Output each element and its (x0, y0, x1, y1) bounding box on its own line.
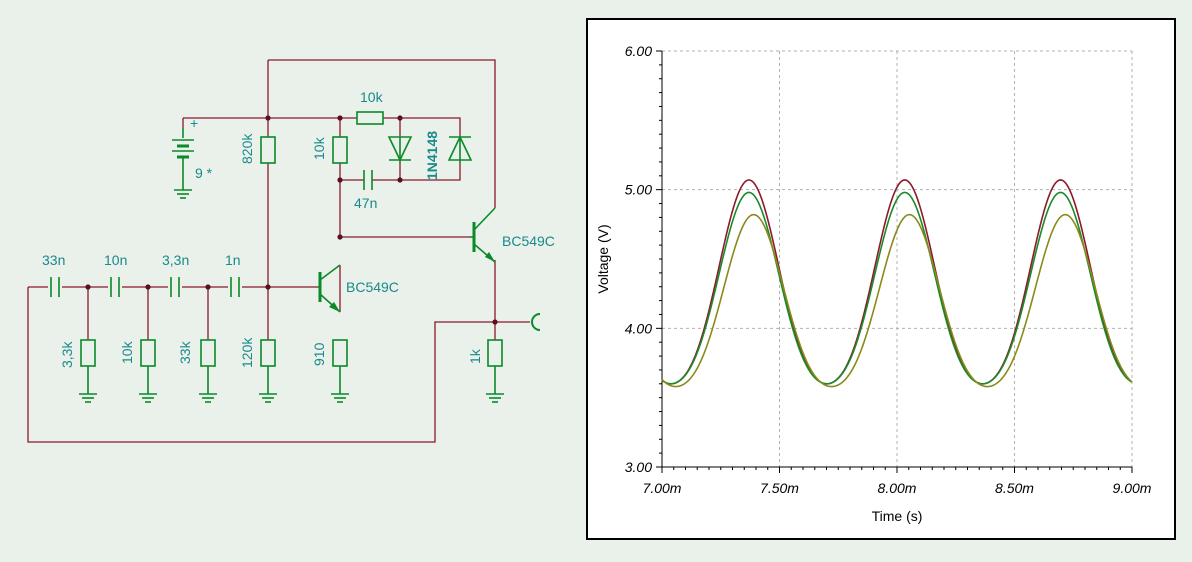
x-tick-label: 9.00m (1113, 480, 1152, 496)
capacitor-1n-label: 1n (225, 252, 241, 268)
y-tick-label: 4.00 (625, 320, 652, 336)
resistor-1k-label: 1k (467, 348, 483, 364)
transistor-q1-label: BC549C (346, 279, 399, 295)
battery-plus-label: + (190, 115, 198, 131)
resistor-120k-label: 120k (239, 337, 255, 368)
resistor-10k-ladder-label: 10k (119, 340, 135, 364)
capacitor-33n: 33n (42, 252, 65, 297)
capacitor-3-3n: 3,3n (162, 252, 189, 297)
resistor-3-3k: 3,3k (59, 339, 97, 403)
chart-series (661, 179, 1133, 388)
series-line-1 (661, 179, 1133, 385)
oscilloscope-plot-panel: 7.00m 7.50m 8.00m 8.50m 9.00m 3.00 4.00 5.00 6.0… (586, 18, 1176, 540)
resistor-10k-top-label: 10k (360, 89, 384, 105)
capacitor-1n: 1n (225, 252, 241, 297)
series-line-3 (661, 213, 1133, 388)
y-tick-label: 5.00 (625, 182, 652, 198)
x-tick-label: 8.50m (995, 480, 1034, 496)
chart-ticks: 7.00m 7.50m 8.00m 8.50m 9.00m 3.00 4.00 5.00 6.0… (625, 43, 1152, 496)
capacitor-10n: 10n (104, 252, 127, 297)
diode-label: 1N4148 (424, 131, 440, 180)
battery-9v: + 9 * (172, 115, 213, 199)
circuit-schematic: + 9 * 820k 10k 10k 1N4148 47n BC (27, 59, 555, 443)
resistor-120k: 120k (239, 337, 277, 403)
resistor-10k-vertical: 10k (311, 136, 348, 164)
y-axis-label: Voltage (V) (595, 224, 611, 293)
resistor-910: 910 (311, 339, 349, 403)
y-tick-label: 3.00 (625, 459, 652, 475)
wires (27, 59, 530, 443)
x-tick-label: 7.50m (760, 480, 799, 496)
transistor-q2-label: BC549C (502, 233, 555, 249)
output-probe-icon (531, 313, 541, 331)
diode-1n4148-a (387, 136, 413, 163)
resistor-10k-ladder: 10k (119, 339, 157, 403)
capacitor-3-3n-label: 3,3n (162, 252, 189, 268)
diode-1n4148-b (447, 135, 473, 163)
series-line-2 (661, 191, 1133, 385)
capacitor-47n: 47n (354, 170, 377, 211)
resistor-33k: 33k (177, 339, 217, 403)
y-tick-label: 6.00 (625, 43, 652, 59)
resistor-10k-top: 10k (356, 89, 384, 125)
transistor-q2: BC549C (470, 207, 555, 263)
resistor-10k-vertical-label: 10k (311, 136, 327, 160)
resistor-820k: 820k (239, 133, 276, 164)
chart-axes (656, 50, 1133, 473)
resistor-820k-label: 820k (239, 133, 255, 164)
x-tick-label: 7.00m (643, 480, 682, 496)
capacitor-10n-label: 10n (104, 252, 127, 268)
resistor-910-label: 910 (311, 342, 327, 366)
capacitor-33n-label: 33n (42, 252, 65, 268)
voltage-time-chart: 7.00m 7.50m 8.00m 8.50m 9.00m 3.00 4.00 5.00 6.0… (595, 43, 1152, 524)
resistor-33k-label: 33k (177, 340, 193, 364)
chart-grid (662, 50, 1133, 467)
resistor-1k: 1k (467, 339, 504, 403)
resistor-3-3k-label: 3,3k (59, 341, 75, 368)
x-axis-label: Time (s) (872, 508, 923, 524)
capacitor-47n-label: 47n (354, 195, 377, 211)
battery-label: 9 * (195, 165, 213, 181)
junction-nodes (85, 115, 498, 325)
x-tick-label: 8.00m (878, 480, 917, 496)
transistor-q1: BC549C (318, 264, 399, 313)
